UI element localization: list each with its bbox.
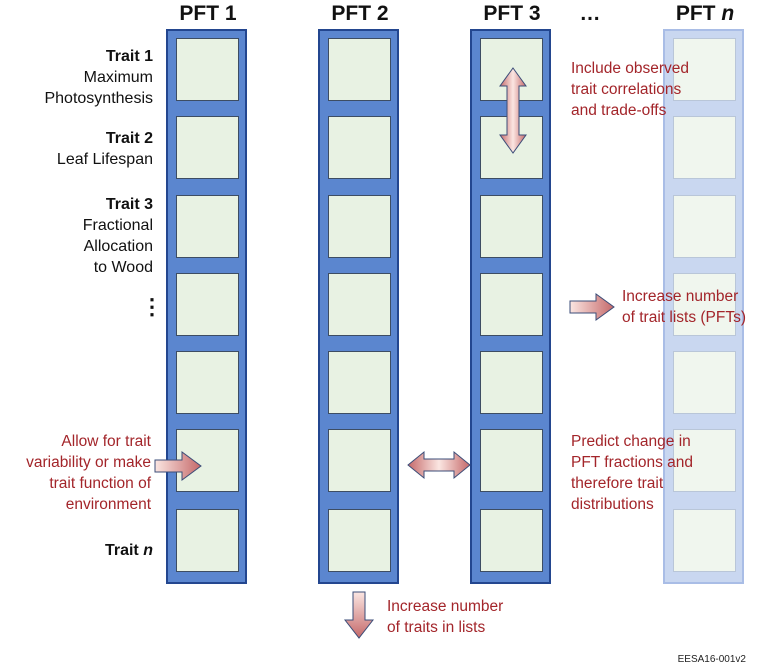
trait-3-label: Trait 3 Fractional Allocation to Wood (0, 194, 153, 278)
trait-3-line-3: to Wood (93, 259, 153, 276)
header-pft-3: PFT 3 (483, 2, 541, 25)
annotation-line: variability or make (26, 454, 151, 471)
trait-cell (328, 351, 391, 414)
trait-cell (673, 116, 736, 179)
increase-pfts-arrow (569, 293, 615, 321)
annotation-line: of traits in lists (387, 619, 486, 636)
trait-2-line-1: Leaf Lifespan (56, 151, 153, 168)
trait-1-line-2: Photosynthesis (44, 90, 153, 107)
annotation-line: therefore trait (571, 475, 664, 492)
annotation-line: Increase number (387, 598, 504, 615)
annotation-line: of trait lists (PFTs) (622, 309, 747, 326)
trait-cell (328, 509, 391, 572)
annotation-line: distributions (571, 496, 654, 513)
header-pft-2: PFT 2 (331, 2, 389, 25)
trait-cell (673, 273, 736, 336)
trait-cell (176, 509, 239, 572)
annotation-line: environment (65, 496, 151, 513)
trait-cell (480, 429, 543, 492)
trait-cell (480, 351, 543, 414)
trait-cell (673, 429, 736, 492)
trait-cell (176, 351, 239, 414)
trait-1-line-1: Maximum (83, 69, 153, 86)
trait-cell (673, 195, 736, 258)
annotation-line: PFT fractions and (571, 454, 694, 471)
trait-1-label: Trait 1 Maximum Photosynthesis (0, 46, 153, 109)
trait-n-prefix: Trait (104, 542, 139, 559)
pft-column-2 (318, 29, 399, 584)
trait-cell (328, 195, 391, 258)
trait-cell (328, 273, 391, 336)
trait-cell (176, 195, 239, 258)
trait-3-line-2: Allocation (83, 238, 153, 255)
trait-cell (673, 38, 736, 101)
trait-cell (176, 38, 239, 101)
annotation-line: Predict change in (571, 433, 691, 450)
annotation-line: Increase number (622, 288, 739, 305)
trait-2-label: Trait 2 Leaf Lifespan (0, 128, 153, 170)
annotation-line: trait correlations (571, 81, 682, 98)
trait-cell (673, 509, 736, 572)
annotation-line: and trade-offs (571, 102, 667, 119)
trait-cell (328, 116, 391, 179)
pft-column-n (663, 29, 744, 584)
variability-arrow (154, 451, 202, 481)
trait-cell (480, 509, 543, 572)
pft-column-3 (470, 29, 551, 584)
pft-column-1 (166, 29, 247, 584)
header-pft-n-suffix: n (721, 2, 735, 25)
trait-cell (480, 273, 543, 336)
header-ellipsis: … (579, 2, 601, 25)
correlations-annotation: Include observed trait correlations and … (571, 58, 689, 121)
predict-change-annotation: Predict change in PFT fractions and ther… (571, 431, 693, 515)
increase-pfts-annotation: Increase number of trait lists (PFTs) (622, 286, 746, 328)
trait-cell (176, 273, 239, 336)
trait-cell (673, 351, 736, 414)
annotation-line: Include observed (571, 60, 690, 77)
annotation-line: Allow for trait (61, 433, 151, 450)
variability-annotation: Allow for trait variability or make trai… (0, 431, 151, 515)
figure-id: EESA16-001v2 (677, 654, 746, 665)
increase-traits-annotation: Increase number of traits in lists (387, 596, 503, 638)
vertical-ellipsis: ⋮ (141, 294, 163, 319)
trait-3-title: Trait 3 (105, 196, 153, 213)
trait-cell (328, 429, 391, 492)
trait-cell (176, 116, 239, 179)
trait-2-title: Trait 2 (105, 130, 153, 147)
header-pft-n-prefix: PFT (675, 2, 716, 25)
header-pft-1: PFT 1 (179, 2, 237, 25)
annotation-line: trait function of (49, 475, 151, 492)
pft-fraction-arrow (407, 450, 471, 480)
trait-n-suffix: n (143, 542, 153, 559)
trait-3-line-1: Fractional (82, 217, 153, 234)
trait-1-title: Trait 1 (105, 48, 153, 65)
trait-n-label: Trait n (0, 540, 153, 561)
trait-correlation-arrow (499, 67, 527, 154)
trait-cell (328, 38, 391, 101)
trait-cell (480, 195, 543, 258)
increase-traits-arrow (343, 591, 375, 639)
header-pft-n: PFT n (650, 2, 760, 26)
